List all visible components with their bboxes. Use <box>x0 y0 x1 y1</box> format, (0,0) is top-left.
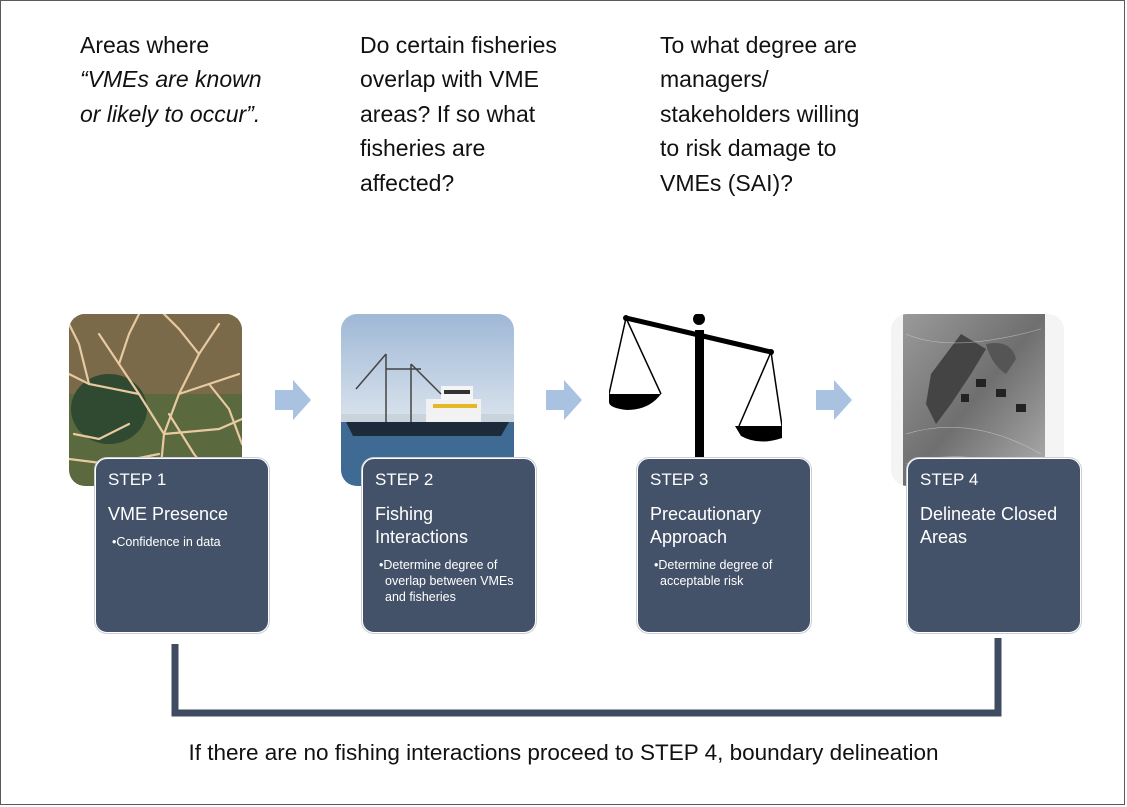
step-label: STEP 3 <box>650 470 709 489</box>
right-arrow-icon <box>546 380 582 420</box>
question-vme-areas-quote: “VMEs are known or likely to occur”. <box>80 66 262 127</box>
step-title: Precautionary Approach <box>650 504 762 547</box>
step-label: STEP 1 <box>108 470 167 489</box>
right-arrow-icon <box>275 380 311 420</box>
step-title: Delineate Closed Areas <box>920 504 1058 547</box>
step-label: STEP 4 <box>920 470 979 489</box>
balance-scale-image <box>609 314 782 486</box>
step-label: STEP 2 <box>375 470 434 489</box>
step-card-3: STEP 3 Precautionary Approach •Determine… <box>637 458 811 633</box>
step-bullet: •Determine degree of acceptable risk <box>654 558 773 588</box>
step-bullet: •Confidence in data <box>112 535 221 549</box>
coral-image <box>69 314 242 486</box>
question-risk-degree: To what degree are managers/ stakeholder… <box>660 32 860 196</box>
step-card-1: STEP 1 VME Presence •Confidence in data <box>95 458 269 633</box>
step-card-2: STEP 2 Fishing Interactions •Determine d… <box>362 458 536 633</box>
question-vme-areas: Areas where “VMEs are known or likely to … <box>80 28 280 131</box>
seafloor-map-image <box>891 314 1064 486</box>
right-arrow-icon <box>816 380 852 420</box>
question-vme-areas-prefix: Areas where <box>80 32 210 58</box>
step-card-4: STEP 4 Delineate Closed Areas <box>907 458 1081 633</box>
step-title: VME Presence <box>108 504 229 524</box>
footer-note: If there are no fishing interactions pro… <box>188 740 939 765</box>
question-fisheries-overlap: Do certain fisheries overlap with VME ar… <box>360 32 557 196</box>
step-bullet: •Determine degree of overlap between VME… <box>379 558 514 604</box>
step-title: Fishing Interactions <box>375 504 469 547</box>
